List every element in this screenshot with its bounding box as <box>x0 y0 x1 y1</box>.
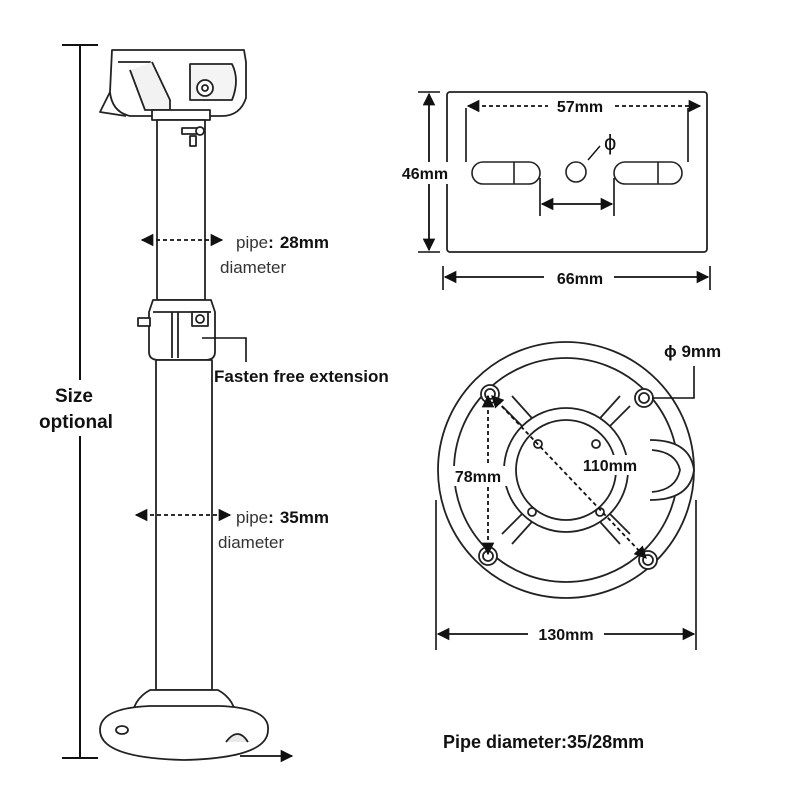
hole-diameter-leader <box>652 366 695 399</box>
upper-pipe <box>156 119 206 301</box>
dim-66-label: 66mm <box>557 271 603 288</box>
fasten-label: Fasten free extension <box>214 367 389 386</box>
dim-78-label: 78mm <box>455 469 501 486</box>
dim-66-bg <box>544 268 614 288</box>
clamp-sleeve <box>148 299 216 361</box>
upper-screw-icon <box>181 126 205 147</box>
plate-slot-left <box>471 161 541 185</box>
plate-hole-symbol: ϕ <box>604 130 616 155</box>
dim-110-arrow <box>491 395 647 559</box>
size-label-bg <box>26 380 126 436</box>
camera-bracket-drawing <box>99 49 269 761</box>
dim-110-label: 110mm <box>583 458 637 475</box>
dim-57-label: 57mm <box>557 99 603 116</box>
dim-46-label: 46mm <box>402 166 448 183</box>
lower-pipe <box>155 359 213 691</box>
dim-130-bg <box>528 624 604 644</box>
fasten-leader-line <box>202 337 247 362</box>
dim-110-bg <box>574 455 646 475</box>
upper-pipe-suffix: diameter <box>220 258 286 277</box>
plate-slot-right <box>613 161 683 185</box>
size-label-line1: Size <box>55 386 93 407</box>
lower-pipe-suffix: diameter <box>218 533 284 552</box>
hole-diameter-label: ϕ 9mm <box>664 342 721 361</box>
dim-57-bg <box>548 96 612 116</box>
dim-130-label: 130mm <box>538 627 593 644</box>
size-label-line2: optional <box>39 412 113 433</box>
upper-pipe-text: pipe:28mm <box>236 233 329 252</box>
lower-pipe-text: pipe:35mm <box>236 508 329 527</box>
plate-hole-leader <box>587 145 601 161</box>
pipe-diameter-caption: Pipe diameter:35/28mm <box>443 732 644 752</box>
plate-center-hole-icon <box>565 161 587 183</box>
base-flange <box>99 705 269 761</box>
dim-46-bg <box>394 162 456 184</box>
clamp-screw-left-icon <box>137 317 151 327</box>
